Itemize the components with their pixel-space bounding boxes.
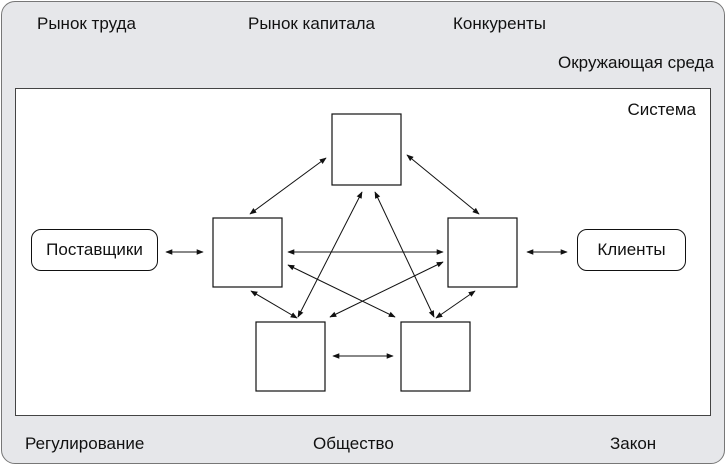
- subsystem-box-left: [212, 217, 283, 288]
- system-title: Система: [627, 100, 696, 119]
- env-label-competitors: Конкуренты: [453, 14, 546, 33]
- subsystem-box-bottom-left: [255, 321, 326, 392]
- arrow-right-bottomright: [435, 290, 476, 319]
- env-label-law: Закон: [610, 434, 657, 453]
- subsystem-box-top: [331, 113, 402, 186]
- env-label-capital-market: Рынок капитала: [248, 14, 375, 33]
- env-label-regulation: Регулирование: [25, 434, 145, 453]
- clients-label: Клиенты: [597, 240, 666, 259]
- environment-title: Окружающая среда: [558, 53, 714, 72]
- arrow-top-left: [249, 157, 327, 215]
- env-label-society: Общество: [313, 434, 394, 453]
- arrow-left-bottomright: [287, 264, 396, 318]
- arrow-top-right: [406, 154, 480, 215]
- arrow-top-bottomleft: [297, 191, 363, 318]
- suppliers-label: Поставщики: [46, 240, 143, 259]
- arrow-top-bottomright: [374, 191, 435, 318]
- env-label-labor-market: Рынок труда: [37, 14, 136, 33]
- suppliers-box: Поставщики: [31, 229, 158, 271]
- clients-box: Клиенты: [577, 229, 686, 271]
- arrow-left-bottomleft: [250, 290, 298, 319]
- subsystem-box-bottom-right: [400, 321, 471, 392]
- arrow-right-bottomleft: [329, 261, 444, 318]
- subsystem-box-right: [447, 217, 518, 288]
